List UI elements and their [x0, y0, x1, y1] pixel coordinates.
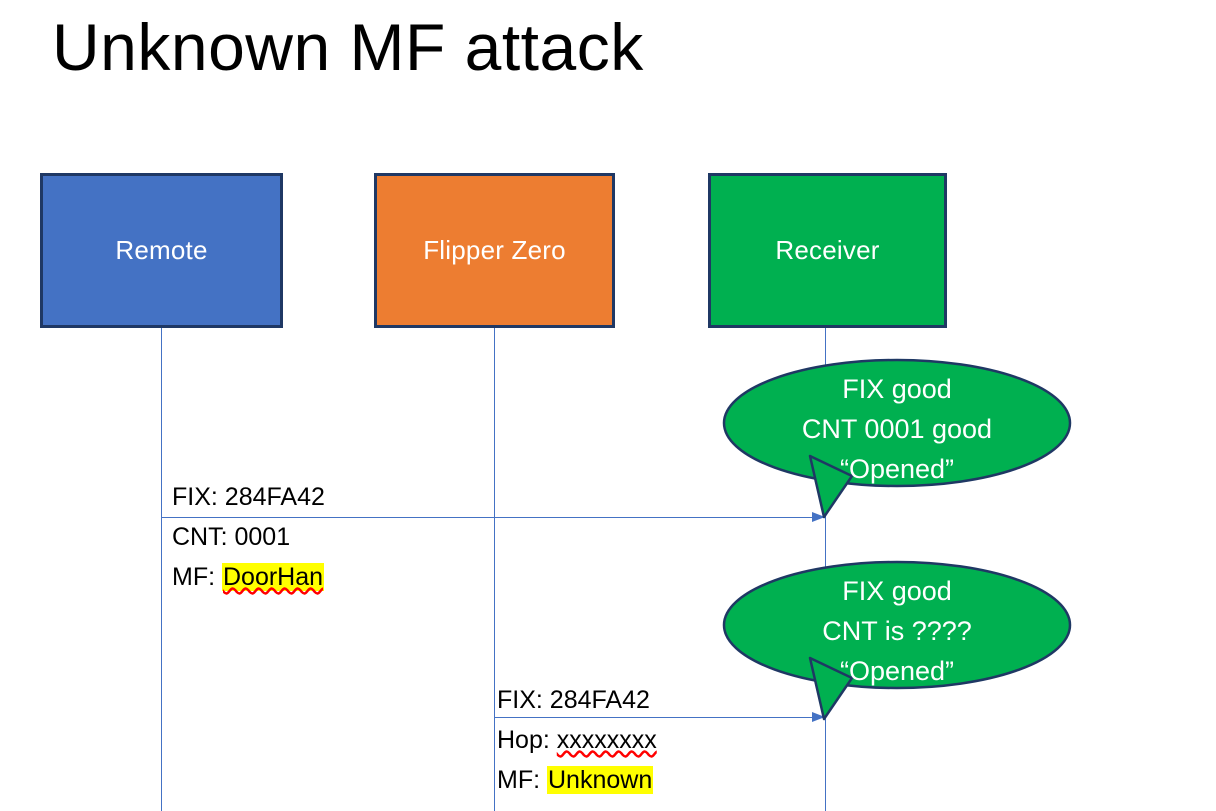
message-value-spellchecked: xxxxxxxx — [556, 726, 657, 754]
message-prefix: Hop: — [497, 726, 557, 754]
actor-label-remote: Remote — [115, 235, 208, 265]
callout-unknown-counter: FIX good CNT is ???? “Opened” — [722, 560, 1072, 722]
lifeline-remote — [161, 325, 162, 811]
message-arrow-flipper-to-receiver — [494, 712, 825, 722]
message-line-hop-flipper: Hop: xxxxxxxx — [497, 720, 657, 760]
message-prefix: FIX: — [172, 483, 225, 511]
message-arrow-remote-to-receiver — [161, 512, 825, 522]
message-value-highlighted: Unknown — [547, 766, 654, 794]
actor-label-flipper-zero: Flipper Zero — [423, 235, 566, 265]
actor-box-receiver[interactable]: Receiver — [708, 173, 947, 328]
lifeline-flipper — [494, 325, 495, 811]
message-line-fix-flipper: FIX: 284FA42 — [497, 680, 650, 720]
actor-box-flipper-zero[interactable]: Flipper Zero — [374, 173, 615, 328]
message-line-fix-remote: FIX: 284FA42 — [172, 477, 325, 517]
callout-shape-icon — [722, 560, 1072, 721]
message-value: 0001 — [234, 523, 291, 551]
message-prefix: CNT: — [172, 523, 235, 551]
message-value-highlighted: DoorHan — [222, 563, 325, 591]
callout-valid-code: FIX good CNT 0001 good “Opened” — [722, 358, 1072, 520]
message-line-mf-flipper: MF: Unknown — [497, 760, 654, 800]
actor-box-remote[interactable]: Remote — [40, 173, 283, 328]
message-prefix: FIX: — [497, 686, 550, 714]
callout-shape-icon — [722, 358, 1072, 519]
message-line-mf-remote: MF: DoorHan — [172, 557, 325, 597]
message-line-cnt-remote: CNT: 0001 — [172, 517, 290, 557]
message-prefix: MF: — [172, 563, 222, 591]
page-title: Unknown MF attack — [52, 10, 644, 84]
message-prefix: MF: — [497, 766, 547, 794]
actor-label-receiver: Receiver — [775, 235, 880, 265]
message-value: 284FA42 — [224, 483, 325, 511]
message-value: 284FA42 — [549, 686, 650, 714]
